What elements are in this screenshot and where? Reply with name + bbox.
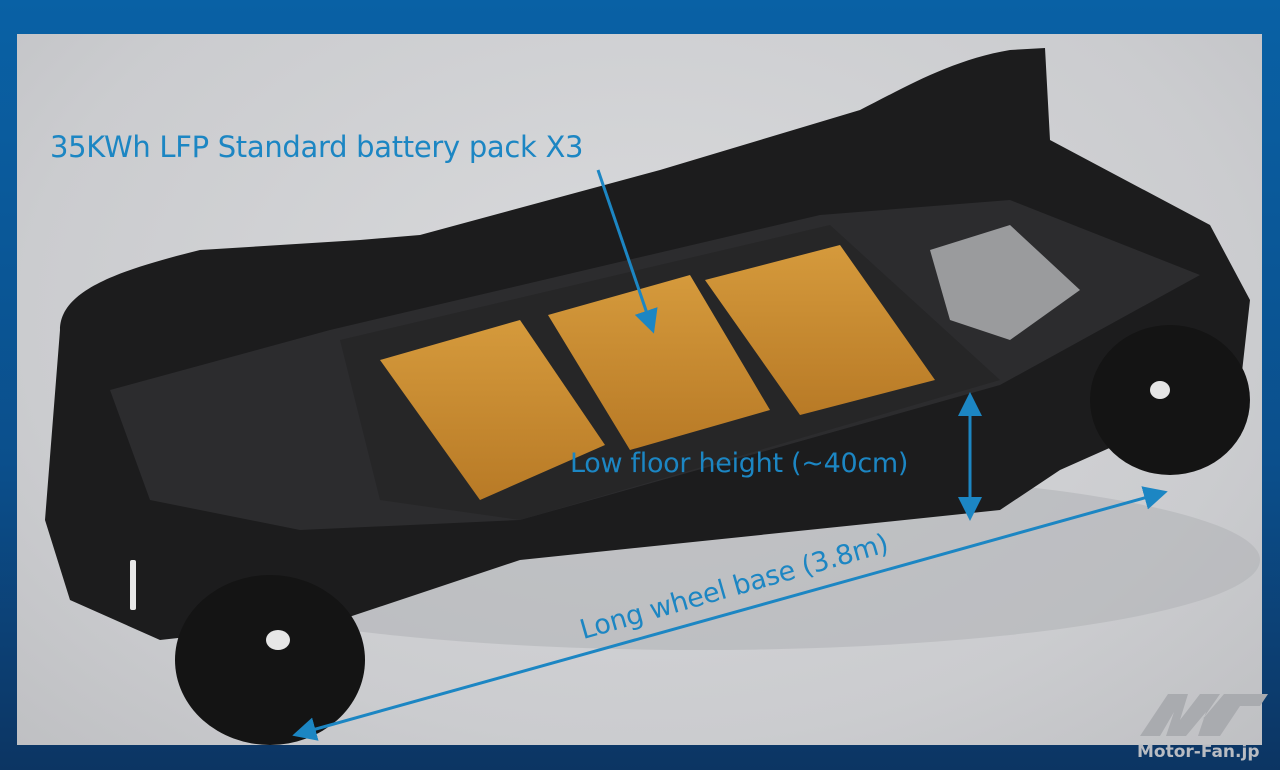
rear-left-wheel — [1090, 325, 1250, 475]
rear-motor — [930, 225, 1080, 340]
wheel-base-arrow — [292, 486, 1168, 741]
motor-fan-logo — [1140, 694, 1268, 736]
battery-pack-1 — [380, 320, 605, 500]
floor-height-annotation: Low floor height (~40cm) — [570, 448, 909, 479]
headlight — [130, 560, 136, 610]
front-left-wheel — [175, 575, 365, 745]
battery-arrow — [596, 169, 658, 334]
front-left-hub — [266, 630, 290, 650]
watermark-text: Motor-Fan.jp — [1137, 742, 1260, 762]
battery-pack-3 — [705, 245, 935, 415]
battery-pack-2 — [548, 275, 770, 450]
battery-pack-annotation: 35KWh LFP Standard battery pack X3 — [50, 130, 584, 164]
rear-left-hub — [1150, 381, 1170, 399]
